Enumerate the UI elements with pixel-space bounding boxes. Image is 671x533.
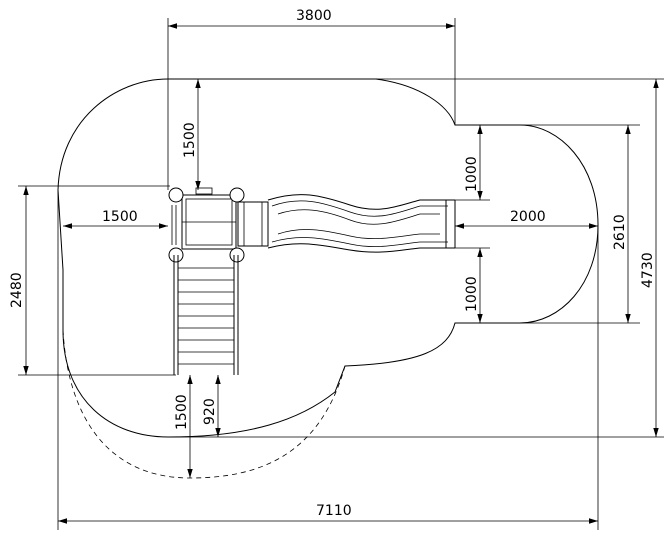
dimension-right-lower-gap: 1000 (455, 247, 490, 323)
safety-zone-outline (57, 78, 599, 438)
dimension-slide-extension: 2000 (455, 209, 598, 229)
dimension-left-height: 2480 (9, 185, 176, 376)
dimension-label-upper-left-height: 1500 (182, 122, 198, 158)
dimension-label-right-total: 2610 (612, 214, 628, 250)
dimension-bottom-left-height: 1500 (174, 375, 193, 478)
dimension-label-top-width: 3800 (296, 8, 332, 24)
tower-post-top-right (229, 187, 245, 203)
wavy-slide (237, 194, 456, 253)
dimension-upper-left-height: 1500 (168, 78, 230, 190)
tower-platform (168, 187, 245, 263)
tower-post-bottom-left (168, 247, 184, 263)
dimension-far-right-total: 4730 (168, 78, 664, 438)
dimension-label-bottom-inner-height: 920 (202, 398, 218, 425)
dimension-bottom-inner-height: 920 (202, 375, 221, 437)
dimension-label-left-offset: 1500 (102, 209, 138, 225)
dimension-label-overall-width: 7110 (316, 503, 352, 519)
dimension-label-right-lower-gap: 1000 (464, 276, 480, 312)
access-ladder (173, 255, 239, 375)
dimension-top-width: 3800 (167, 8, 456, 190)
tower-post-top-left (168, 187, 184, 203)
dimension-label-bottom-left-height: 1500 (174, 394, 190, 430)
dimension-label-slide-extension: 2000 (510, 209, 546, 225)
dimension-right-total: 2610 (520, 124, 640, 324)
dimension-label-left-height: 2480 (9, 272, 25, 308)
dimension-overall-width: 7110 (57, 190, 599, 530)
dimension-right-upper-gap: 1000 (455, 125, 490, 201)
dimension-left-offset: 1500 (63, 209, 168, 229)
dimension-label-far-right-total: 4730 (640, 252, 656, 288)
dimension-label-right-upper-gap: 1000 (464, 156, 480, 192)
tower-post-bottom-right (229, 247, 245, 263)
